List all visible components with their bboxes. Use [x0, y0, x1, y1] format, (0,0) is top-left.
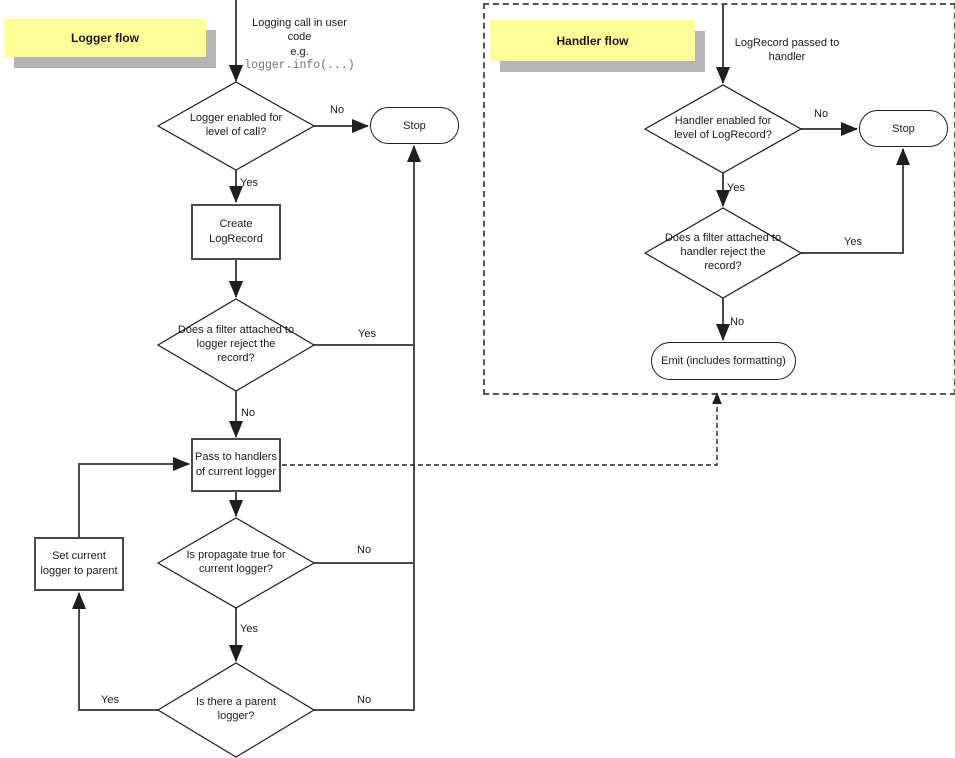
logger-stop-node: Stop — [370, 107, 459, 144]
connector-parent-yes-to-setparent — [72, 592, 158, 711]
decision-handler-filter-label: Does a filter attached to handler reject… — [664, 232, 782, 272]
decision-parent-logger-label: Is there a parent logger? — [195, 696, 277, 722]
create-logrecord-label: Create LogRecord — [209, 218, 263, 245]
edge-label-yes: Yes — [240, 177, 258, 189]
create-logrecord-box: Create LogRecord — [191, 204, 281, 260]
handler-stop-node: Stop — [859, 110, 948, 147]
logger-flow-title: Logger flow — [71, 31, 139, 45]
logger-entry-line1: Logging call in user — [252, 17, 347, 29]
set-current-logger-box: Set current logger to parent — [34, 537, 124, 591]
connector-parent-no-to-stop — [314, 145, 421, 711]
edge-label-yes: Yes — [358, 328, 376, 340]
set-current-logger-label: Set current logger to parent — [40, 550, 118, 577]
handler-entry-line1: LogRecord passed to — [734, 37, 840, 49]
edge-label-no: No — [241, 407, 256, 419]
decision-propagate — [156, 517, 316, 609]
emit-label: Emit (includes formatting) — [661, 355, 786, 367]
connector-setparent-to-pass — [78, 457, 190, 537]
decision-logger-filter-label: Does a filter attached to logger reject … — [177, 324, 295, 364]
edge-label-yes: Yes — [101, 694, 119, 706]
decision-parent-logger — [156, 662, 316, 758]
decision-handler-enabled — [643, 84, 803, 174]
logger-flow-title-badge: Logger flow — [4, 19, 206, 57]
logger-stop-label: Stop — [403, 119, 426, 132]
decision-propagate-label: Is propagate true for current logger? — [186, 549, 286, 575]
handler-flow-title-badge: Handler flow — [490, 20, 695, 61]
pass-to-handlers-label: Pass to handlers of current logger — [195, 451, 277, 478]
decision-logger-enabled — [156, 81, 316, 171]
decision-handler-enabled-label: Handler enabled for level of LogRecord? — [674, 115, 772, 141]
emit-node: Emit (includes formatting) — [651, 342, 796, 380]
pass-to-handlers-box: Pass to handlers of current logger — [191, 438, 281, 492]
edge-label-yes: Yes — [727, 182, 745, 194]
edge-label-no: No — [357, 544, 372, 556]
handler-flow-title: Handler flow — [556, 33, 629, 48]
edge-label-no: No — [357, 694, 372, 706]
handler-entry-note: LogRecord passed to handler — [727, 36, 847, 65]
connector-pass-to-handler-flow — [282, 392, 722, 466]
logger-entry-line3: e.g. — [290, 45, 309, 58]
handler-entry-line2: handler — [768, 51, 806, 64]
edge-label-no: No — [330, 104, 345, 116]
edge-label-yes: Yes — [844, 236, 862, 248]
edge-label-yes: Yes — [240, 623, 258, 635]
logger-entry-code: logger.info(...) — [244, 58, 355, 72]
handler-stop-label: Stop — [892, 122, 915, 135]
edge-label-no: No — [814, 108, 829, 120]
edge-label-no: No — [730, 316, 745, 328]
logger-entry-line2: code — [287, 31, 312, 44]
logger-entry-note: Logging call in user code e.g. logger.in… — [237, 16, 362, 74]
connector-hfilter-yes-to-hstop — [801, 148, 910, 254]
decision-logger-filter — [156, 298, 316, 392]
decision-handler-filter — [643, 207, 803, 299]
decision-logger-enabled-label: Logger enabled for level of call? — [189, 112, 283, 138]
